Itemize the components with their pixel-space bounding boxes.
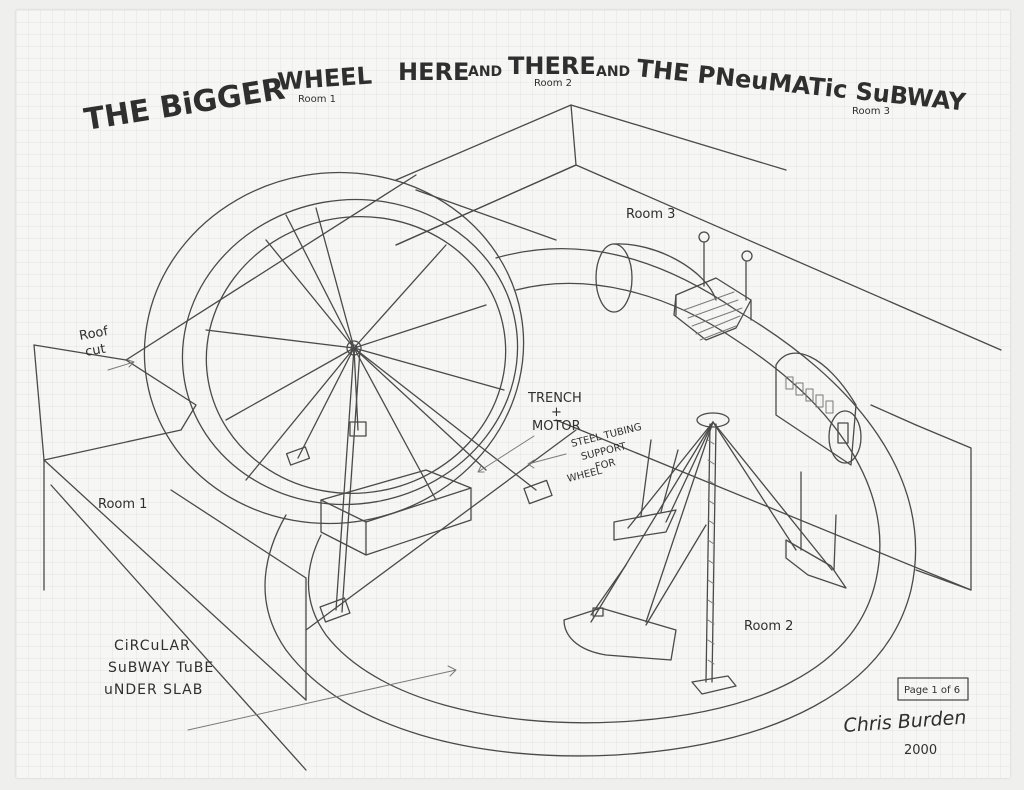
title-part-there: THERE: [508, 52, 596, 80]
room3-key: Room 3: [852, 106, 890, 117]
title-and-2: AND: [596, 64, 630, 80]
room2-key: Room 2: [534, 78, 572, 89]
page-box: [897, 677, 969, 701]
trench-label-1: TRENCH: [527, 391, 582, 406]
page-label: Page 1 of 6: [904, 685, 960, 696]
staircase-platform: [673, 231, 753, 341]
roof-arrow: [107, 359, 135, 371]
signature-name: Chris Burden: [843, 706, 967, 737]
title-and-1: AND: [468, 64, 502, 80]
trench-motor: [320, 469, 472, 556]
title-part-bigger: THE BiGGER: [82, 72, 287, 138]
title-part-subway: THE PNeuMATic SuBWAY: [635, 54, 967, 116]
trench-label-2: +: [551, 405, 562, 420]
room1-key: Room 1: [298, 94, 336, 105]
steel-label-3: FOR: [594, 457, 617, 473]
subway-arrow: [187, 665, 457, 731]
trench-arrow: [477, 435, 535, 473]
title-part-wheel: WHEEL: [276, 61, 372, 96]
subway-label-2: SuBWAY TuBE: [108, 660, 214, 676]
title-part-here: HERE: [398, 58, 469, 86]
steel-arrow: [527, 453, 567, 469]
bigger-wheel: [143, 171, 525, 525]
room2-floor-label: Room 2: [744, 619, 793, 634]
sketch-canvas: THE BiGGER WHEEL HERE AND THERE AND THE …: [33, 52, 1002, 771]
signature-year: 2000: [904, 743, 937, 758]
room3-floor-label: Room 3: [626, 207, 675, 222]
boat-swing-ride: [563, 412, 847, 695]
steel-supports: [285, 347, 553, 623]
subway-label-3: uNDER SLAB: [104, 682, 203, 698]
roof-label-2: cut: [84, 342, 107, 360]
trench-label-3: MOTOR: [532, 419, 581, 434]
room-walls: [33, 104, 1002, 771]
subway-car: [775, 352, 862, 466]
drawing-sheet: THE BiGGER WHEEL HERE AND THERE AND THE …: [16, 10, 1010, 778]
steel-label-4: WHEEL: [566, 466, 604, 485]
subway-label-1: CiRCuLAR: [114, 638, 191, 654]
roof-label-1: Roof: [78, 324, 110, 344]
subway-tube: [264, 243, 917, 757]
room1-floor-label: Room 1: [98, 497, 147, 512]
